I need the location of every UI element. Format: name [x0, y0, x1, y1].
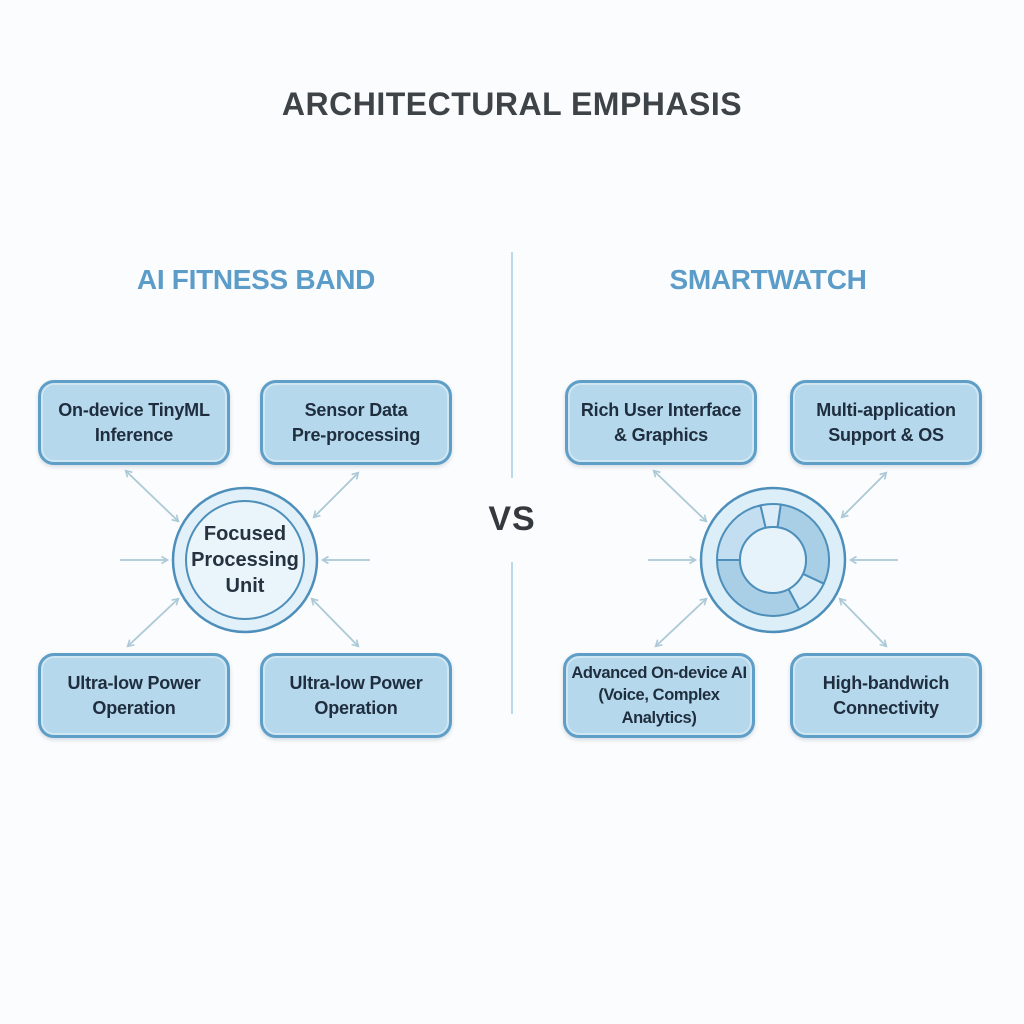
arrow-left-topleft: [124, 469, 180, 523]
node-box-tinyml-inference: On-device TinyML Inference: [38, 380, 230, 465]
segmented-processor-ring-icon: [699, 486, 847, 634]
arrow-left-topright: [312, 471, 360, 519]
node-box-ultra-low-power-2: Ultra-low Power Operation: [260, 653, 452, 738]
node-box-advanced-ai: Advanced On-device AI (Voice, Complex An…: [563, 653, 755, 738]
arrow-right-topleft: [652, 469, 708, 523]
arrow-right-bottomright: [838, 597, 888, 648]
focused-processing-unit-icon: [171, 486, 319, 634]
node-box-sensor-preprocessing: Sensor Data Pre-processing: [260, 380, 452, 465]
left-column-heading: AI FITNESS BAND: [136, 264, 376, 295]
left-hub-arrows: [120, 469, 370, 648]
node-box-rich-ui: Rich User Interface & Graphics: [565, 380, 757, 465]
node-box-ultra-low-power-1: Ultra-low Power Operation: [38, 653, 230, 738]
arrow-left-bottomleft: [126, 597, 180, 648]
vs-label: VS: [488, 500, 536, 538]
arrow-left-bottomright: [310, 597, 360, 648]
node-box-multi-app-os: Multi-application Support & OS: [790, 380, 982, 465]
arrow-right-topright: [840, 471, 888, 519]
page-title: ARCHITECTURAL EMPHASIS: [281, 86, 743, 122]
arrow-right-bottomleft: [654, 597, 708, 648]
node-box-connectivity: High-bandwich Connectivity: [790, 653, 982, 738]
right-hub-arrows: [648, 469, 898, 648]
right-column-heading: SMARTWATCH: [669, 264, 867, 295]
left-hub-label: Focused Processing Unit: [191, 523, 299, 597]
